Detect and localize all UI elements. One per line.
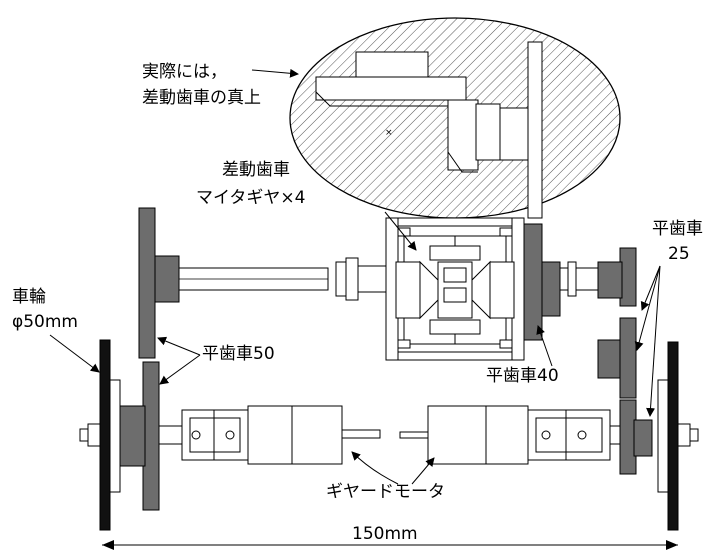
upper-shaft bbox=[177, 257, 599, 301]
spur-gear-50-upper bbox=[138, 207, 180, 359]
svg-text:×: × bbox=[385, 128, 393, 138]
differential-gear-label: 差動歯車 bbox=[222, 160, 290, 180]
spur-gear-25-number: 25 bbox=[668, 244, 690, 264]
right-wheel bbox=[657, 341, 679, 531]
miter-gear-label: マイタギヤ×4 bbox=[196, 188, 306, 208]
width-dimension-label: 150mm bbox=[352, 524, 418, 544]
leader-arrows bbox=[49, 68, 661, 485]
wheel-size-label: φ50mm bbox=[12, 312, 78, 332]
wheel-label: 車輪 bbox=[12, 287, 46, 307]
right-geared-motor bbox=[399, 405, 529, 465]
spur-gear-40-label: 平歯車40 bbox=[486, 366, 559, 386]
geared-motor-label: ギヤードモータ bbox=[326, 482, 445, 502]
spur-gear-50-lower bbox=[118, 361, 160, 511]
spur-gear-40 bbox=[523, 223, 561, 341]
left-wheel bbox=[99, 339, 121, 531]
spur-gear-50-label: 平歯車50 bbox=[202, 344, 275, 364]
differential-block bbox=[385, 217, 525, 361]
actual-position-label-line2: 差動歯車の真上 bbox=[142, 88, 261, 108]
left-coupler bbox=[181, 409, 249, 461]
spur-gears-25 bbox=[597, 247, 653, 475]
left-geared-motor bbox=[247, 405, 381, 465]
spur-gear-25-label: 平歯車 bbox=[652, 219, 703, 239]
right-coupler bbox=[527, 409, 611, 461]
actual-position-label-line1: 実際には， bbox=[142, 62, 227, 82]
width-dimension-line bbox=[102, 540, 678, 550]
hatched-top-view: × bbox=[289, 17, 621, 219]
